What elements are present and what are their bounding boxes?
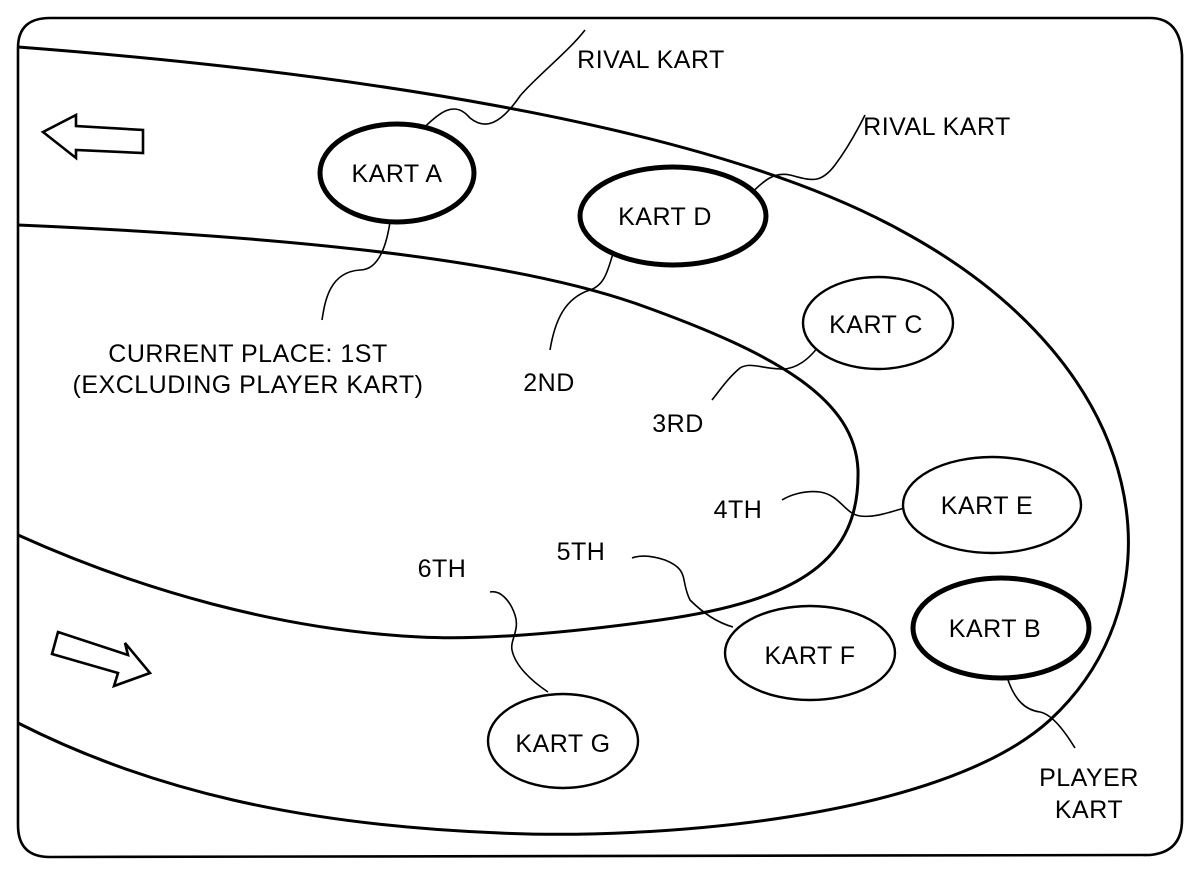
player-kart-label-line1: PLAYER xyxy=(1039,764,1139,792)
place-5th-label: 5TH xyxy=(557,538,606,566)
leader-kart-a-place xyxy=(322,222,390,320)
kart-f-label: KART F xyxy=(765,642,856,670)
rival-kart-label-d: RIVAL KART xyxy=(863,113,1011,141)
arrow-left-icon xyxy=(43,115,143,158)
leader-kart-e-place xyxy=(782,492,908,517)
kart-e-label: KART E xyxy=(941,492,1033,520)
place-2nd-label: 2ND xyxy=(523,369,575,397)
kart-g-label: KART G xyxy=(515,730,610,758)
player-kart-label-line2: KART xyxy=(1055,796,1123,824)
arrow-right-icon xyxy=(52,632,150,686)
leader-kart-b-player xyxy=(1008,680,1075,748)
leader-kart-d-place xyxy=(550,250,614,350)
place-3rd-label: 3RD xyxy=(652,410,704,438)
place-1st-label: CURRENT PLACE: 1ST xyxy=(108,340,387,368)
place-6th-label: 6TH xyxy=(418,555,467,583)
leader-kart-a-rival xyxy=(415,30,585,137)
kart-a-label: KART A xyxy=(351,160,442,188)
kart-d-label: KART D xyxy=(618,203,712,231)
leader-kart-c-place xyxy=(712,340,823,400)
leader-kart-g-place xyxy=(490,592,548,692)
place-4th-label: 4TH xyxy=(714,496,763,524)
rival-kart-label-a: RIVAL KART xyxy=(577,46,725,74)
kart-b-label: KART B xyxy=(949,615,1041,643)
kart-c-label: KART C xyxy=(829,311,923,339)
place-1st-note: (EXCLUDING PLAYER KART) xyxy=(73,371,424,399)
